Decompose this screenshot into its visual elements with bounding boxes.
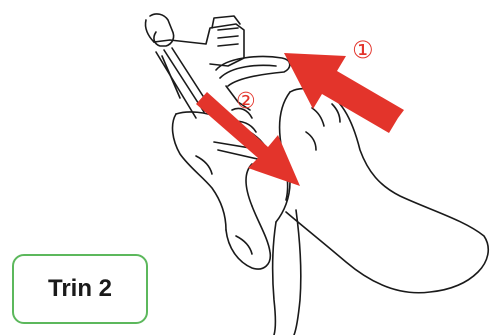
callout-1: ① [352, 36, 374, 64]
device-line-art [145, 14, 289, 160]
hand-line-art [173, 89, 489, 335]
callout-2: ② [236, 89, 256, 114]
step-label: Trin 2 [12, 254, 148, 324]
arrow-1-up-left-icon [284, 53, 404, 133]
